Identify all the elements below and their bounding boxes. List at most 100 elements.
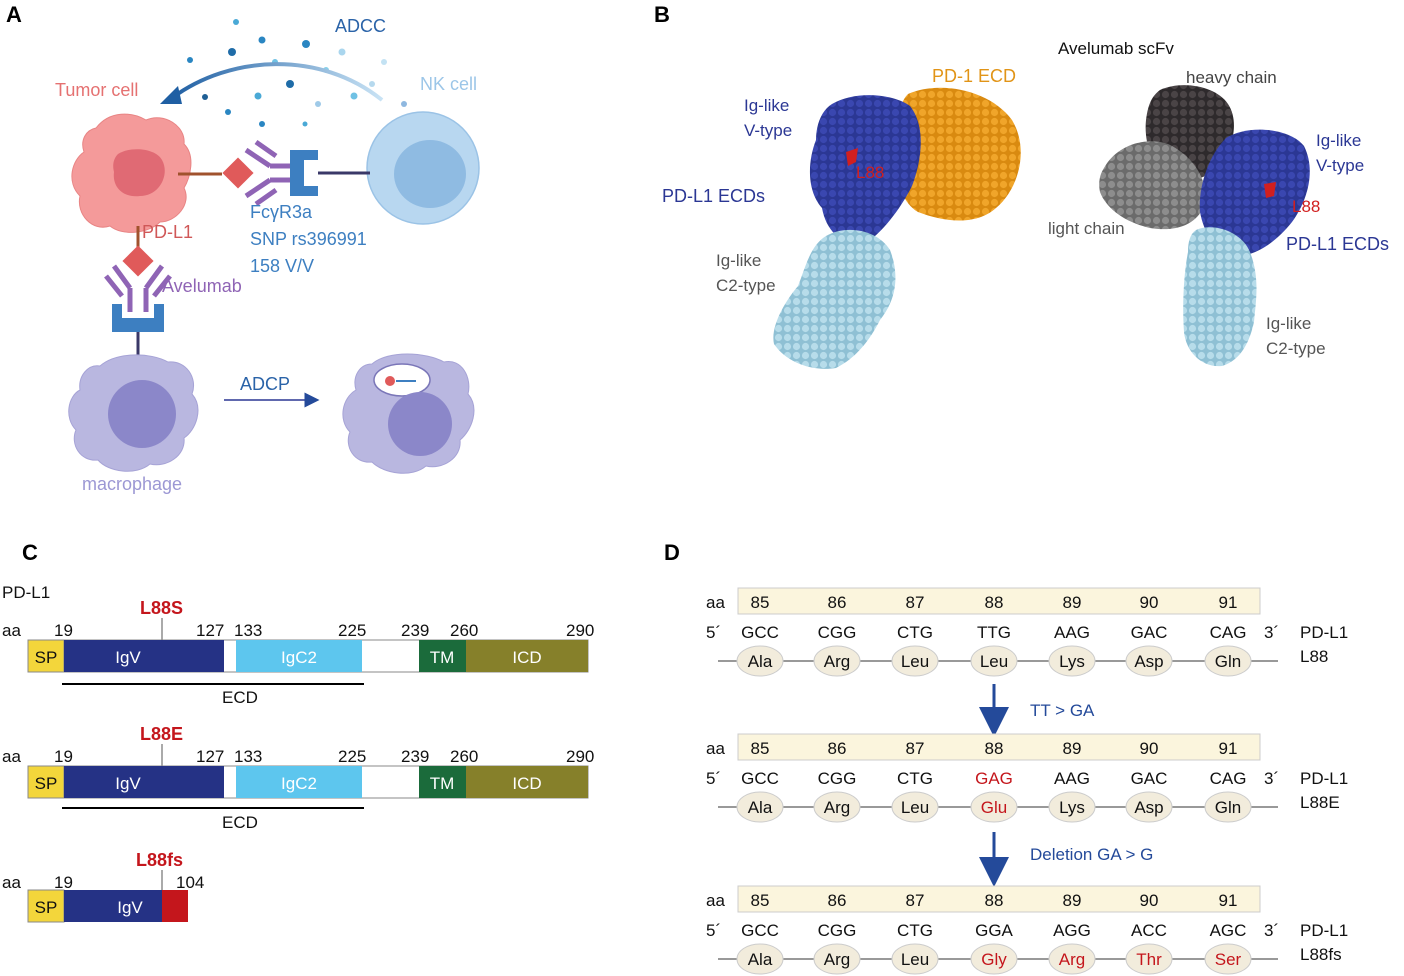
engulfed-tumor-fragment <box>385 376 395 386</box>
codon: TTG <box>977 623 1011 642</box>
pos-19: 19 <box>54 621 73 640</box>
variant-l88e-label: L88E <box>140 724 183 744</box>
aa-label: aa <box>706 593 725 612</box>
pos-239: 239 <box>401 621 429 640</box>
position-88: 88 <box>985 891 1004 910</box>
domain-map-l88s: L88S aa 19 127 133 225 239 260 290 SP Ig… <box>2 598 594 707</box>
igv-domain-label: IgV <box>115 648 141 667</box>
adcc-arrowhead <box>160 86 182 104</box>
amino-acid: Ala <box>748 950 773 969</box>
pos-127: 127 <box>196 621 224 640</box>
left-igc2-label-1: Ig-like <box>716 251 761 270</box>
aminos-row-3: Ala Arg Leu Gly Arg Thr Ser <box>736 943 1252 975</box>
igv-domain-label: IgV <box>115 774 141 793</box>
codon: AGC <box>1210 921 1247 940</box>
sp-domain-label: SP <box>35 648 58 667</box>
fc-receptor-vertical <box>112 304 164 332</box>
codon: AGG <box>1053 921 1091 940</box>
position-87: 87 <box>906 891 925 910</box>
amino-acid: Arg <box>824 798 850 817</box>
aa-label-2: aa <box>2 747 21 766</box>
row-3-label-1: PD-L1 <box>1300 921 1348 940</box>
right-igc2-label-2: C2-type <box>1266 339 1326 358</box>
tm-domain <box>419 766 466 798</box>
left-pd1-ecd-structure <box>897 87 1021 221</box>
left-igv-label-1: Ig-like <box>744 96 789 115</box>
position-91: 91 <box>1219 891 1238 910</box>
codons-row-1: GCC CGG CTG TTG AAG GAC CAG <box>741 623 1246 642</box>
icd-domain <box>466 766 588 798</box>
aa-label-3: aa <box>2 873 21 892</box>
amino-acid-mutated: Glu <box>981 798 1007 817</box>
codon: CAG <box>1210 769 1247 788</box>
pdl1-marker-top <box>222 157 254 189</box>
position-86: 86 <box>828 739 847 758</box>
mutation-2-label: Deletion GA > G <box>1030 845 1153 864</box>
right-igv-structure <box>1199 129 1310 256</box>
aa-label-1: aa <box>2 621 21 640</box>
position-87: 87 <box>906 739 925 758</box>
five-prime: 5´ <box>706 921 721 940</box>
mutation-1-label: TT > GA <box>1030 701 1095 720</box>
icd-domain-label: ICD <box>512 648 541 667</box>
three-prime: 3´ <box>1264 769 1279 788</box>
codons-row-2: GCC CGG CTG GAG AAG GAC CAG <box>741 769 1246 788</box>
panel-d-label: D <box>664 540 680 565</box>
avelumab-label: Avelumab <box>162 276 242 296</box>
tm-domain-label: TM <box>430 648 455 667</box>
pos-225: 225 <box>338 747 366 766</box>
pos-19: 19 <box>54 873 73 892</box>
igc2-domain <box>236 640 362 672</box>
amino-acid-mutated: Gly <box>981 950 1007 969</box>
adcc-arrow <box>170 62 384 102</box>
aa-label: aa <box>706 739 725 758</box>
icd-domain <box>466 640 588 672</box>
pos-290: 290 <box>566 621 594 640</box>
frameshift-segment <box>162 890 188 922</box>
three-prime: 3´ <box>1264 921 1279 940</box>
row-1-label-1: PD-L1 <box>1300 623 1348 642</box>
left-igc2-structure <box>773 229 896 369</box>
codon: CGG <box>818 623 857 642</box>
amino-acid-mutated: Ser <box>1215 950 1242 969</box>
avelumab-antibody-vertical <box>104 264 172 312</box>
codon: GAC <box>1131 769 1168 788</box>
igv-domain <box>64 766 224 798</box>
codon: GCC <box>741 769 779 788</box>
sp-domain-label: SP <box>35 774 58 793</box>
right-pdl1-label: PD-L1 ECDs <box>1286 234 1389 254</box>
igv-domain <box>64 640 224 672</box>
position-87: 87 <box>906 593 925 612</box>
variant-l88s-label: L88S <box>140 598 183 618</box>
amino-acid: Arg <box>824 950 850 969</box>
position-90: 90 <box>1140 739 1159 758</box>
positions-row-2: 85 86 87 88 89 90 91 <box>751 739 1238 758</box>
codon: GCC <box>741 921 779 940</box>
amino-acid: Gln <box>1215 798 1241 817</box>
codon: CGG <box>818 921 857 940</box>
row-2-label-1: PD-L1 <box>1300 769 1348 788</box>
igv-domain-label: IgV <box>117 898 143 917</box>
left-pd1-label: PD-1 ECD <box>932 66 1016 86</box>
fc-receptor-horizontal <box>290 150 318 196</box>
right-heavy-chain-label: heavy chain <box>1186 68 1277 87</box>
sp-domain <box>27 639 65 673</box>
position-85: 85 <box>751 739 770 758</box>
ecd-label: ECD <box>222 688 258 707</box>
right-l88-label: L88 <box>1292 197 1320 216</box>
codon-mutated: GAG <box>975 769 1013 788</box>
snp-label: SNP rs396991 <box>250 229 367 249</box>
position-88: 88 <box>985 739 1004 758</box>
left-pdl1-label: PD-L1 ECDs <box>662 186 765 206</box>
codon-position-band <box>737 587 1261 615</box>
five-prime: 5´ <box>706 769 721 788</box>
codon: ACC <box>1131 921 1167 940</box>
pos-19: 19 <box>54 747 73 766</box>
position-91: 91 <box>1219 593 1238 612</box>
position-90: 90 <box>1140 891 1159 910</box>
row-3-label-2: L88fs <box>1300 945 1342 964</box>
pos-290: 290 <box>566 747 594 766</box>
position-86: 86 <box>828 593 847 612</box>
macrophage-phagocytosing-nucleus <box>388 392 452 456</box>
amino-acid: Ala <box>748 798 773 817</box>
